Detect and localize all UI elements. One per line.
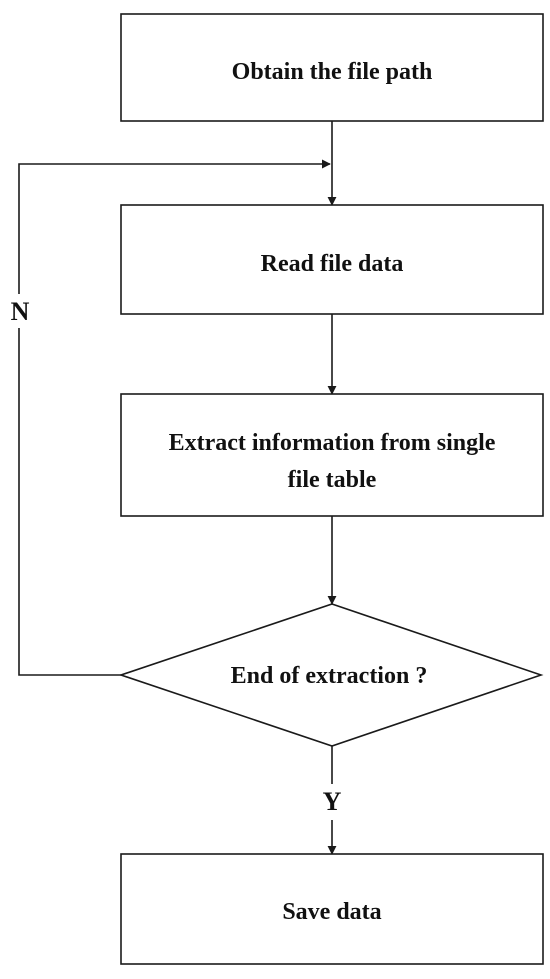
node-obtain-box — [120, 13, 544, 122]
node-extract-information: Extract information from single file tab… — [120, 393, 544, 517]
node-read-file-data: Read file data — [120, 204, 544, 315]
node-obtain-label: Obtain the file path — [232, 59, 433, 85]
no-label-background — [8, 294, 32, 328]
node-save-label: Save data — [282, 899, 381, 925]
node-save-box — [120, 853, 544, 965]
arrow-no-loop-back — [18, 159, 331, 676]
node-read-box — [120, 204, 544, 315]
node-extract-label-line-2: file table — [288, 467, 377, 493]
node-read-label: Read file data — [261, 251, 404, 277]
node-save-data: Save data — [120, 853, 544, 965]
edge-label-no: N — [11, 297, 30, 326]
node-extract-label-line-1: Extract information from single — [169, 430, 496, 456]
node-decision-end-of-extraction: End of extraction ? — [118, 603, 544, 747]
node-extract-box — [120, 393, 544, 517]
yes-label-background — [318, 784, 346, 820]
node-obtain-file-path: Obtain the file path — [120, 13, 544, 122]
node-decision-label: End of extraction ? — [231, 663, 428, 689]
edge-label-yes: Y — [323, 787, 342, 816]
